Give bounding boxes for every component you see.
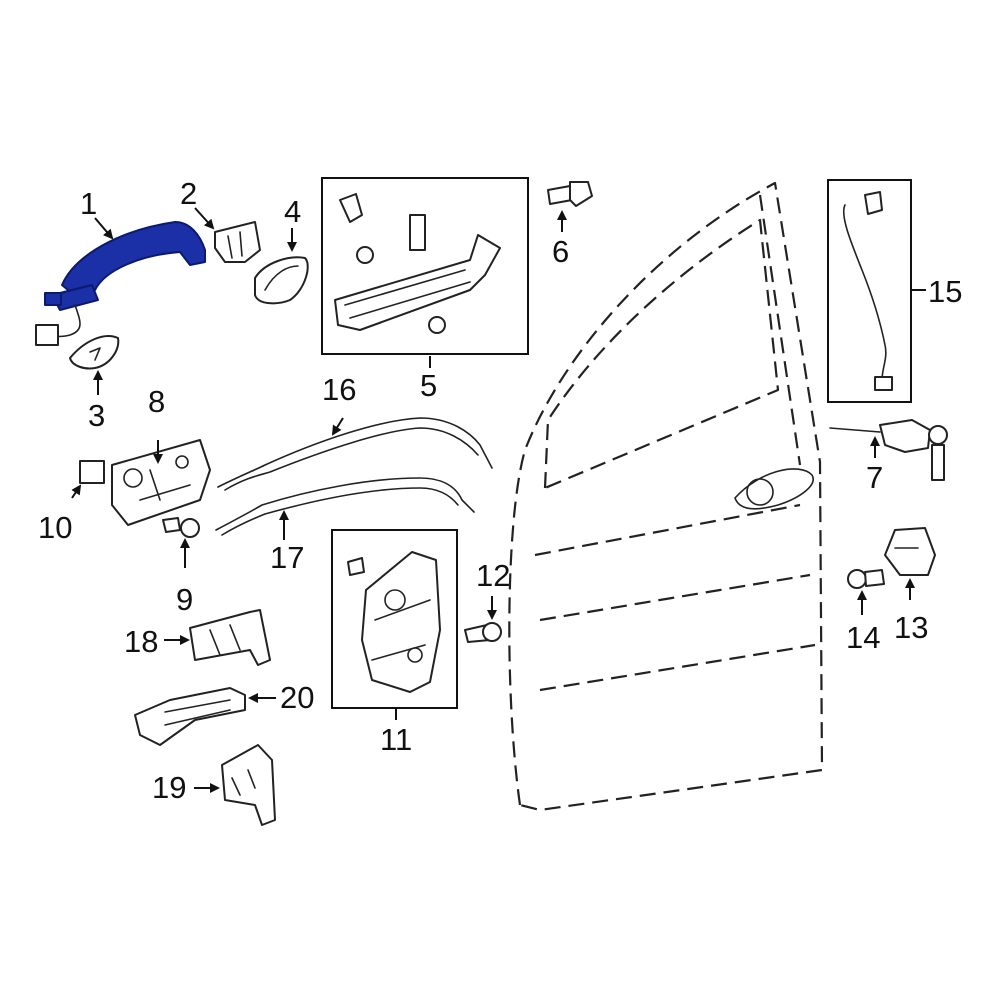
callout-12: 12 [476,558,511,593]
part-4-handle-cap[interactable] [254,256,309,305]
door-outline [508,181,824,812]
part-6-bolt[interactable] [547,181,593,207]
part-3-base-trim[interactable] [69,335,120,370]
part-5-frame-kit[interactable] [321,177,529,355]
part-18-hinge[interactable] [189,609,271,666]
callout-2: 2 [180,176,198,211]
door-handle-recess [734,468,814,510]
callout-1: 1 [80,186,98,221]
callout-13: 13 [894,610,929,645]
part-10-clip[interactable] [79,460,105,484]
leader-lines [71,207,926,793]
callout-10: 10 [38,510,73,545]
part-19-hinge[interactable] [221,744,276,826]
part-20-door-check[interactable] [134,687,246,746]
part-12-bolt[interactable] [464,622,502,643]
callout-15: 15 [928,274,963,309]
part-14-screw[interactable] [847,569,885,589]
callout-9: 9 [176,582,194,617]
part-16-cable[interactable] [217,417,493,491]
part-7-cylinder[interactable] [829,419,948,481]
callout-19: 19 [152,770,187,805]
part-11-door-latch[interactable] [331,529,458,709]
callout-16: 16 [322,372,357,407]
part-13-striker[interactable] [884,527,936,576]
callout-7: 7 [866,460,884,495]
callout-14: 14 [846,620,881,655]
callout-4: 4 [284,194,302,229]
callout-20: 20 [280,680,315,715]
callout-8: 8 [148,384,166,419]
part-2-handle-cover[interactable] [214,221,261,263]
callout-3: 3 [88,398,106,433]
part-8-latch-plate[interactable] [111,439,211,526]
callout-18: 18 [124,624,159,659]
callout-5: 5 [420,368,438,403]
part-1-outside-handle[interactable] [35,221,206,346]
callout-17: 17 [270,540,305,575]
callout-6: 6 [552,234,570,269]
part-15-rod-kit[interactable] [827,179,912,403]
part-17-cable[interactable] [215,477,475,536]
callout-11: 11 [380,722,413,757]
part-9-screw[interactable] [162,517,200,538]
